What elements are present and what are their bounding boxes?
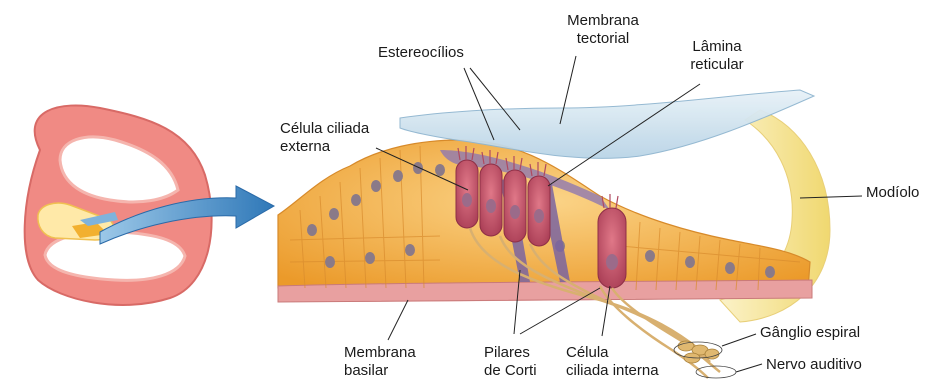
label-celula-ciliada-externa: Célula ciliada externa	[280, 120, 369, 156]
label-membrana-basilar: Membrana basilar	[344, 344, 416, 380]
label-ganglio-espiral: Gânglio espiral	[760, 324, 860, 342]
label-nervo-auditivo: Nervo auditivo	[766, 356, 862, 374]
label-lamina-reticular: Lâmina reticular	[680, 38, 754, 74]
label-pilares-de-corti: Pilares de Corti	[484, 344, 537, 380]
leader-nervo	[736, 364, 762, 372]
inner-hair-cell	[598, 208, 626, 288]
label-membrana-tectorial: Membrana tectorial	[558, 12, 648, 48]
label-estereocilios: Estereocílios	[378, 44, 464, 62]
leader-ganglio	[722, 334, 756, 346]
leader-membrana-basilar	[388, 300, 408, 340]
label-modiolo: Modíolo	[866, 184, 919, 202]
label-celula-ciliada-interna: Célula ciliada interna	[566, 344, 659, 380]
spiral-ganglion	[678, 341, 719, 363]
